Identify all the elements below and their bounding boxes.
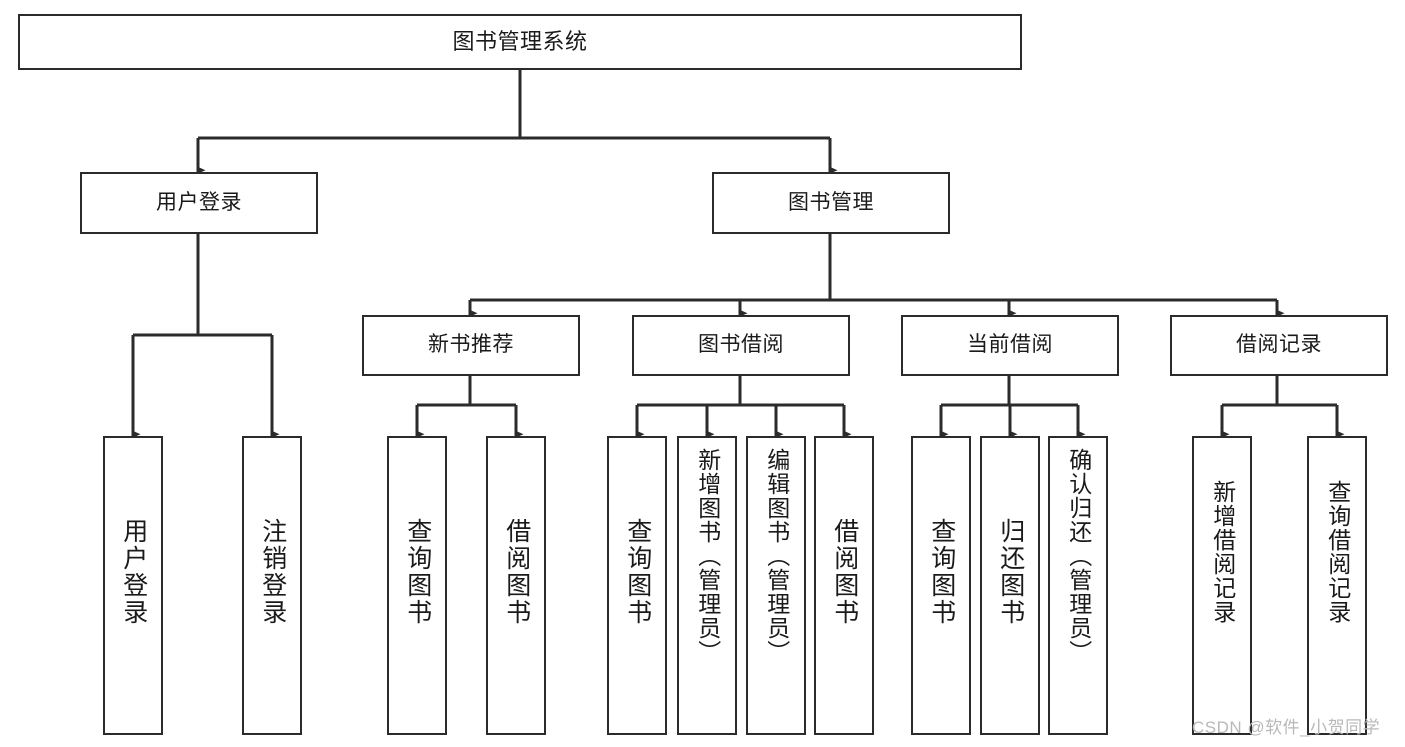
node-book-borrow[interactable]: 图书借阅 [632,315,850,376]
leaf-confirm-return-admin[interactable]: 确认归还（管理员） [1048,436,1108,735]
node-label: 图书管理系统 [452,29,588,55]
leaf-query-book-current[interactable]: 查询图书 [911,436,971,735]
node-label: 注销登录 [258,518,287,626]
csdn-watermark: CSDN @软件_小贺同学 [1192,718,1381,737]
node-label: 新增借阅记录 [1209,480,1236,624]
leaf-add-borrow-record[interactable]: 新增借阅记录 [1192,436,1252,735]
node-label: 编辑图书（管理员） [763,448,790,664]
node-label: 新增图书（管理员） [694,448,721,664]
leaf-edit-book-admin[interactable]: 编辑图书（管理员） [746,436,806,735]
node-label: 归还图书 [996,518,1025,626]
leaf-query-book-borrow[interactable]: 查询图书 [607,436,667,735]
node-user-login[interactable]: 用户登录 [80,172,318,234]
node-label: 借阅图书 [830,518,859,626]
node-label: 借阅图书 [502,518,531,626]
node-borrow-record[interactable]: 借阅记录 [1170,315,1388,376]
node-label: 查询借阅记录 [1324,480,1351,624]
node-label: 新书推荐 [428,333,514,357]
node-label: 图书借阅 [698,333,784,357]
leaf-add-book-admin[interactable]: 新增图书（管理员） [677,436,737,735]
node-label: 用户登录 [119,518,148,626]
node-new-book-recommend[interactable]: 新书推荐 [362,315,580,376]
leaf-user-logout[interactable]: 注销登录 [242,436,302,735]
node-label: 当前借阅 [967,333,1053,357]
node-label: 查询图书 [927,518,956,626]
leaf-user-login[interactable]: 用户登录 [103,436,163,735]
leaf-return-book[interactable]: 归还图书 [980,436,1040,735]
node-label: 图书管理 [788,190,874,214]
node-label: 查询图书 [623,518,652,626]
node-label: 用户登录 [156,190,242,214]
node-book-manage[interactable]: 图书管理 [712,172,950,234]
node-label: 确认归还（管理员） [1065,448,1092,664]
leaf-borrow-book[interactable]: 借阅图书 [814,436,874,735]
node-current-borrow[interactable]: 当前借阅 [901,315,1119,376]
node-label: 借阅记录 [1236,333,1322,357]
leaf-query-borrow-record[interactable]: 查询借阅记录 [1307,436,1367,735]
node-label: 查询图书 [403,518,432,626]
node-root-system[interactable]: 图书管理系统 [18,14,1022,70]
leaf-borrow-book-recommend[interactable]: 借阅图书 [486,436,546,735]
leaf-query-book-recommend[interactable]: 查询图书 [387,436,447,735]
